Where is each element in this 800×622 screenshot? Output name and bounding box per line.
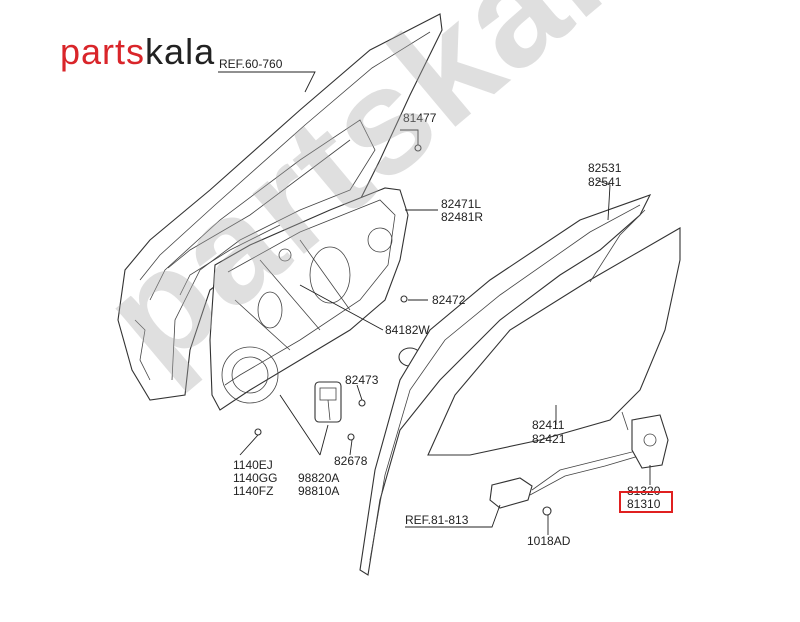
outside-handle-bracket — [489, 449, 643, 509]
highlight-box-81310 — [619, 491, 673, 513]
label-81477: 81477 — [403, 111, 437, 125]
label-82531: 82531 — [588, 161, 622, 175]
door-frame — [117, 13, 443, 401]
label-81310: 81310 — [627, 497, 661, 511]
label-82678: 82678 — [334, 454, 368, 468]
label-1018AD: 1018AD — [527, 534, 571, 548]
label-82541: 82541 — [588, 175, 622, 189]
label-82421: 82421 — [532, 432, 566, 446]
label-82411: 82411 — [532, 418, 565, 432]
logo-text-kala: kala — [145, 31, 216, 72]
regulator-motor — [314, 381, 342, 423]
label-1140FZ: 1140FZ — [233, 484, 273, 498]
label-1140EJ: 1140EJ — [233, 458, 273, 472]
part-labels: REF.60-760 81477 82531 82541 82471L 8248… — [219, 57, 661, 548]
leader-lines — [218, 71, 651, 535]
door-latch — [621, 411, 669, 469]
label-ref-81-813: REF.81-813 — [405, 513, 469, 527]
label-84182W: 84182W — [385, 323, 430, 337]
logo-text-parts: parts — [60, 31, 146, 72]
label-1140GG: 1140GG — [233, 471, 277, 485]
partskala-logo: partskala — [60, 34, 215, 70]
label-82471L: 82471L — [441, 197, 481, 211]
label-82472: 82472 — [432, 293, 466, 307]
label-98820A: 98820A — [298, 471, 339, 485]
door-module-panel — [209, 187, 409, 411]
window-glass — [359, 194, 681, 576]
label-98810A: 98810A — [298, 484, 339, 498]
label-82481R: 82481R — [441, 210, 483, 224]
label-82473: 82473 — [345, 373, 379, 387]
label-ref-60-760: REF.60-760 — [219, 57, 283, 71]
